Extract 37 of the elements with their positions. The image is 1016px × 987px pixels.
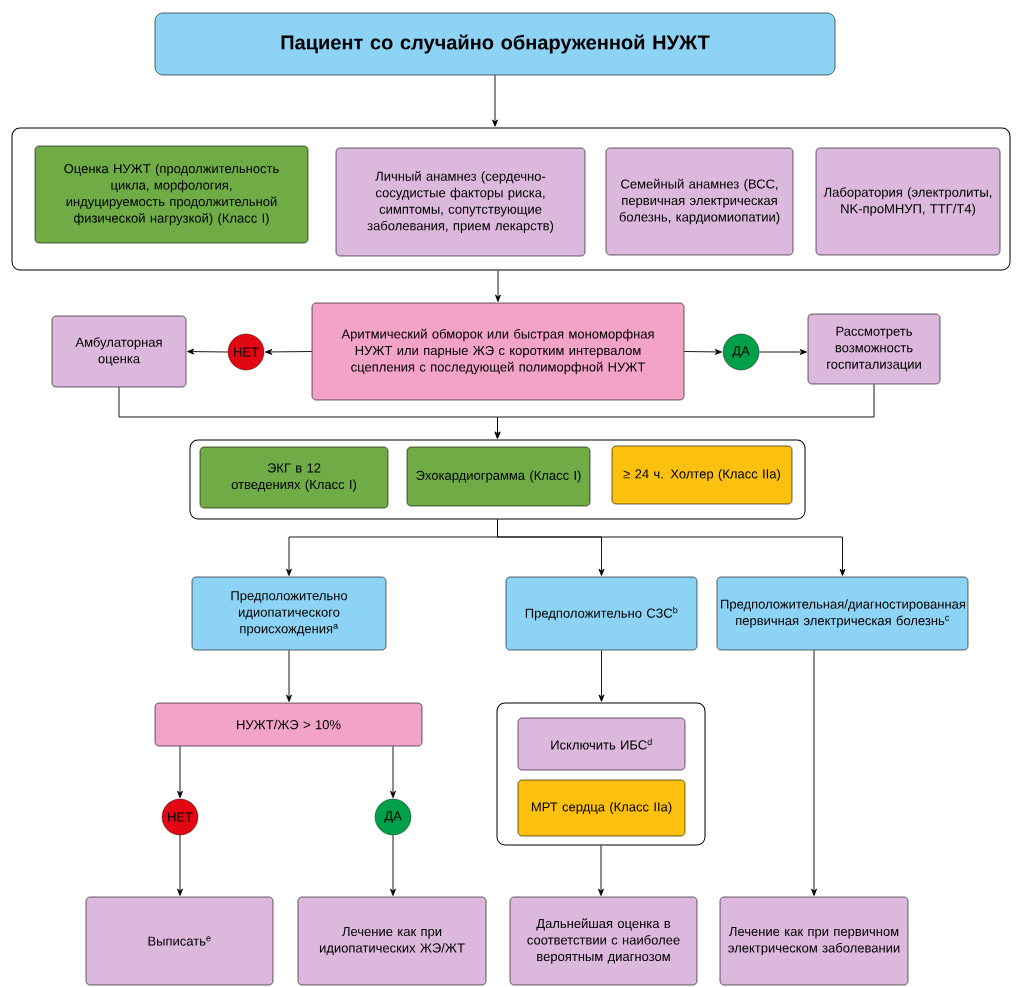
process-box: Рассмотреть возможность госпитализации [807,313,941,385]
process-box: Аритмический обморок или быстрая мономорфная НУЖТ или парные ЖЭ с коротким интервалом сцепления с последующей полиморфной НУЖТ [311,302,685,401]
process-box: Лаборатория (электролиты, NK-проМНУП, ТТГ/Т4) [815,147,1001,256]
process-box: Исключить ИБС$^{d}$ [517,717,686,771]
process-box: МРТ сердца (Класс IIa) [517,779,686,837]
process-box: Эхокардиограмма (Класс I) [406,446,591,507]
arrow [390,745,396,799]
process-box: Лечение как при идиопатических ЖЭ/ЖТ [297,896,487,986]
process-box: Выписать$^{e}$ [85,896,274,986]
process-box: Оценка НУЖТ (продолжительность цикла, морфология, индуцируемость продолжительной физической нагрузкой) (Класс I) [34,145,309,244]
arrow [495,270,501,302]
process-box: Семейный анамнез (ВСС, первичная электрическая болезнь, кардиомиопатии) [605,147,794,256]
arrow [758,349,807,355]
arrow [811,649,817,896]
process-box: Предположительная/диагностированная первичная электрическая болезнь$^{c}$ [716,576,969,651]
arrow [492,74,498,127]
arrow [286,649,292,702]
arrow [187,348,229,355]
arrow [497,519,846,576]
process-box: Амбулаторная оценка [51,315,187,388]
process-box: Дальнейшая оценка в соответствии с наиболее вероятным диагнозом [509,896,698,986]
arrow [683,348,723,355]
process-box: ЭКГ в 12 отведениях (Класс I) [199,446,389,509]
process-box: Лечение как при первичном электрическом заболевании [719,896,909,986]
process-box: Личный анамнез (сердечно-сосудистые факторы риска, симптомы, сопутствующие заболевания, прием лекарств) [335,147,586,257]
arrow [177,745,183,799]
arrow [494,383,875,439]
process-box: Предположительно СЗС$^{b}$ [505,576,698,651]
process-box: НУЖТ/ЖЭ > 10% [154,702,423,747]
arrow [598,845,604,896]
arrow [177,834,183,896]
title-box: Пациент со случайно обнаруженной НУЖТ [154,12,836,76]
process-box: Предположительно идиопатического происхождения$^{a}$ [191,576,387,651]
arrow [265,349,313,355]
arrow [390,834,396,896]
arrow [598,649,605,702]
process-box: ≥ 24 ч. Холтер (Класс IIa) [611,445,793,505]
